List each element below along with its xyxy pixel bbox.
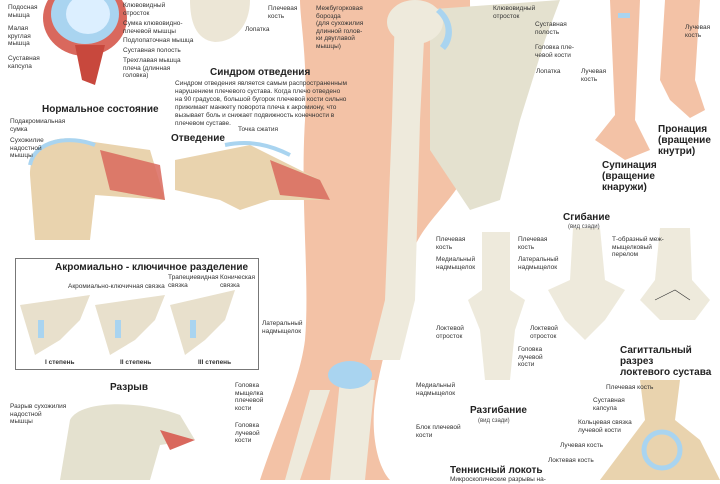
sagittal-title: Сагиттальный разрез локтевого сустава — [620, 345, 712, 378]
impingement-text: Синдром отведения является самым распрос… — [175, 80, 347, 127]
label-joint-cavity: Суставная полость — [123, 47, 181, 54]
extension-subtitle: (вид сзади) — [478, 418, 510, 424]
arm-skin — [260, 0, 475, 480]
label-radius-pronation: Лучевая кость — [685, 24, 711, 39]
scapula-bone — [420, 0, 560, 210]
impingement-title: Синдром отведения — [210, 67, 311, 78]
label-joint-cavity-main: Суставная полость — [535, 21, 567, 36]
ac-separation-panel — [15, 258, 259, 370]
normal-title: Нормальное состояние — [42, 104, 159, 115]
label-sagittal-radius: Лучевая кость — [560, 442, 604, 449]
label-olecranon-flexion: Локтевой отросток — [530, 325, 558, 340]
label-t-fracture: Т-образный меж- мыщелковый перелом — [612, 236, 664, 258]
label-trapezoid-ligament: Трапециевидная связка — [168, 274, 219, 289]
label-humeral-head: Головка пле- чевой кости — [535, 44, 574, 59]
glenoid-cartilage — [436, 8, 452, 50]
label-radial-head-main: Головка лучевой кости — [235, 422, 260, 444]
elbow-cartilage — [328, 361, 372, 389]
label-sagittal-ulna: Локтевая кость — [548, 457, 594, 464]
label-elbow-humerus: Плечевая кость — [518, 236, 548, 251]
label-capitulum: Головка мыщелка плечевой кости — [235, 382, 264, 412]
label-supraspinatus-tear: Разрыв сухожилия надостной мышцы — [10, 403, 67, 425]
label-teres-minor: Малая круглая мышца — [8, 25, 31, 47]
label-sagittal-capsule: Суставная капсула — [593, 397, 625, 412]
label-humerus-main: Плечевая кость — [436, 236, 466, 251]
label-lateral-epicondyle-main: Латеральный надмыщелок — [262, 320, 303, 335]
supination-title: Супинация (вращение кнаружи) — [602, 160, 657, 193]
label-coracoid: Клювовидный отросток — [123, 2, 166, 17]
label-scapula-main: Лопатка — [536, 68, 561, 75]
ac-separation-title: Акромиально - ключичное разделение — [55, 262, 249, 273]
humerus-bone — [370, 10, 425, 360]
label-ac-ligament: Акромиально-ключичная связка — [68, 283, 165, 290]
tennis-elbow-title: Теннисный локоть — [450, 465, 543, 476]
label-scapula-top: Лопатка — [245, 26, 270, 33]
label-triceps: Трехглавая мышца плеча (длинная головка) — [123, 57, 181, 79]
label-radius-supination: Лучевая кость — [581, 68, 607, 83]
label-elbow-medial-epicondyle: Медиальный надмыщелок — [436, 256, 476, 271]
label-coracoid-main: Клювовидный отросток — [493, 5, 536, 20]
tear-title: Разрыв — [110, 382, 148, 393]
label-infraspinatus: Подосная мышца — [8, 4, 38, 19]
label-subscapularis: Подлопаточная мышца — [123, 37, 194, 44]
flexion-title: Сгибание — [563, 212, 611, 223]
label-elbow-lateral-epicondyle: Латеральный надмыщелок — [518, 256, 559, 271]
label-conoid-ligament: Коническая связка — [220, 274, 255, 289]
label-olecranon: Локтевой отросток — [436, 325, 464, 340]
forearm-bones — [285, 380, 375, 480]
humeral-head — [387, 0, 443, 44]
grade-3: III степень — [198, 359, 232, 366]
label-medial-epicondyle-main: Медиальный надмыщелок — [416, 382, 456, 397]
extension-title: Разгибание — [470, 405, 527, 416]
grade-1: I степень — [45, 359, 75, 366]
pronation-title: Пронация (вращение кнутри) — [658, 124, 711, 157]
abduction-title: Отведение — [171, 133, 225, 144]
label-bicipital-groove: Межбугорковая борозда (для сухожилия дли… — [316, 5, 364, 50]
flexion-subtitle: (вид сзади) — [568, 224, 600, 230]
grade-2: II степень — [120, 359, 152, 366]
label-coracobrachialis-bursa: Сумка клювовидно- плечевой мышцы — [123, 20, 183, 35]
label-humerus-top: Плечевая кость — [268, 5, 298, 20]
label-subacromial-bursa: Подакромиальная сумка — [10, 118, 66, 133]
label-sagittal-humerus: Плечевая кость — [606, 384, 654, 391]
label-elbow-radial-head: Головка лучевой кости — [518, 346, 543, 368]
label-joint-capsule: Суставная капсула — [8, 55, 40, 70]
label-compression-point: Точка сжатия — [238, 126, 278, 133]
label-supraspinatus-tendon: Сухожилие надостной мышцы — [10, 137, 44, 159]
label-annular-ligament: Кольцевая связка лучевой кости — [578, 419, 632, 434]
label-trochlea: Блок плечевой кости — [416, 424, 461, 439]
